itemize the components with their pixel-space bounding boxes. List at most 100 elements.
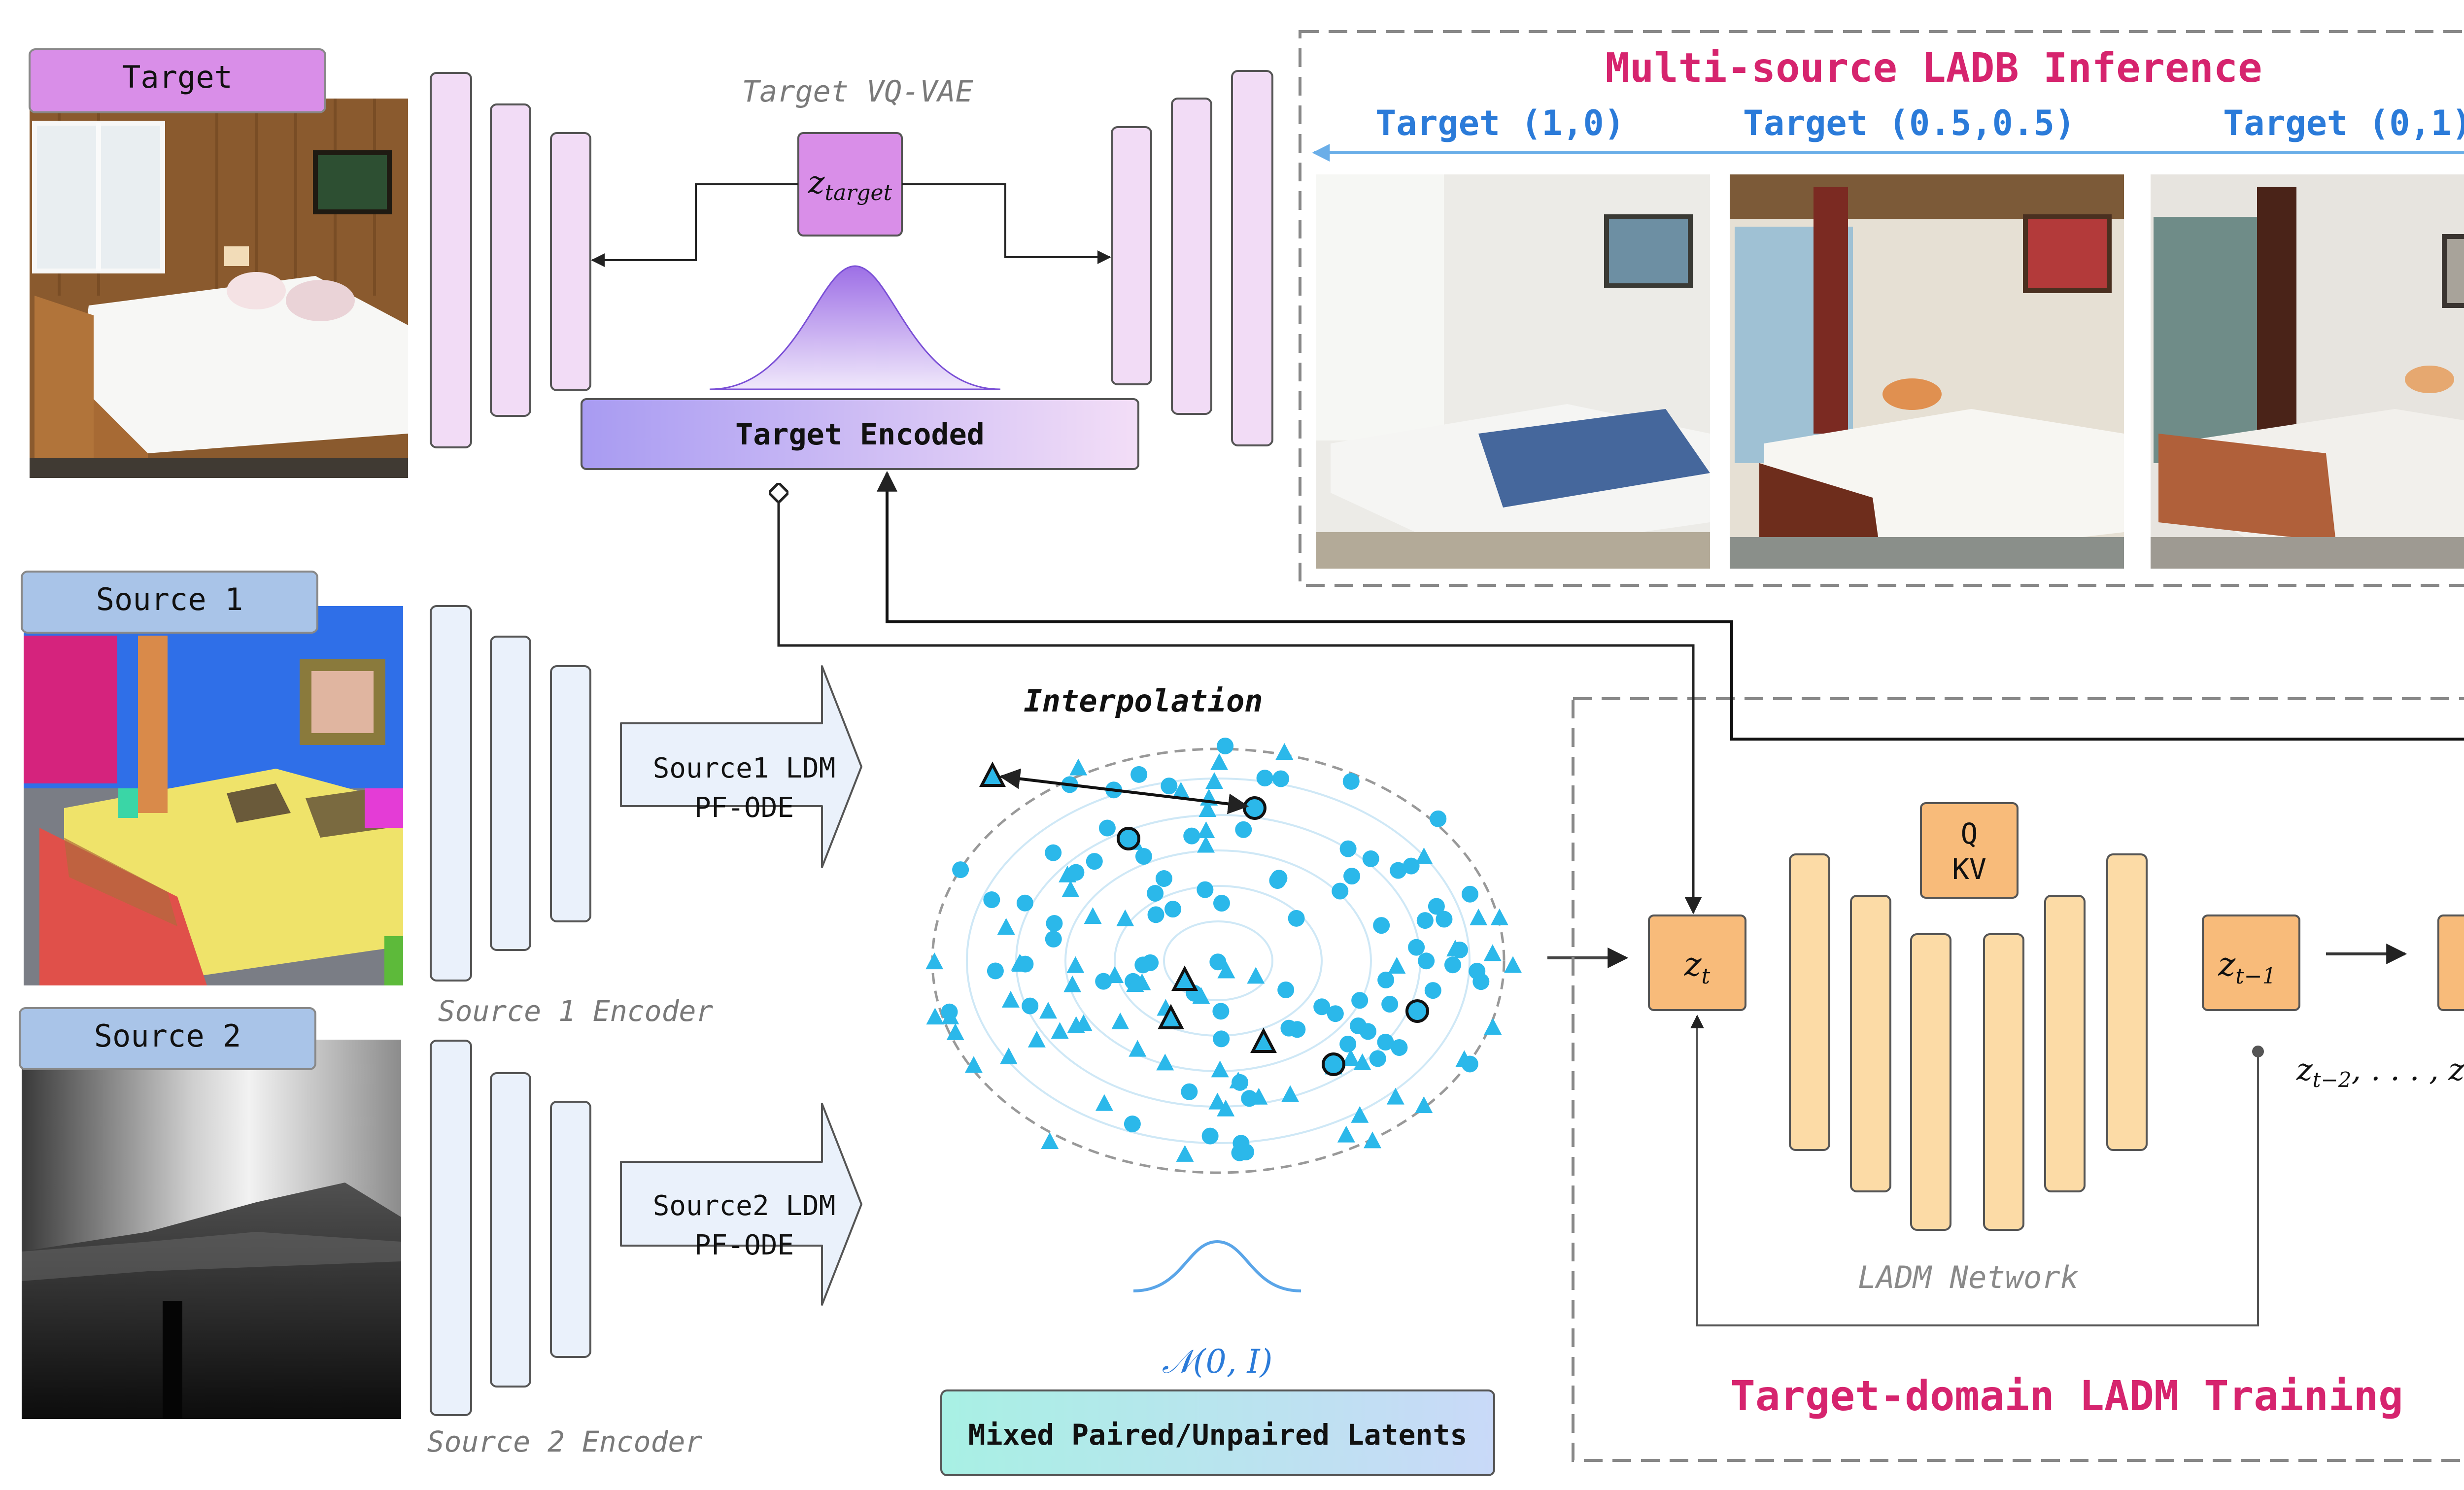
z-sequence-label: zt−2, . . . , z1 [2296,1051,2464,1092]
latent-point-circle [1209,953,1227,971]
target-vqvae-label: Target VQ-VAE [742,74,973,109]
inference-panel [1299,30,2464,587]
latent-point-triangle [1217,961,1235,979]
latent-point-triangle [1351,1106,1369,1123]
latent-point-triangle [1208,1092,1227,1110]
z0-to-encoded-arrow [887,473,2464,887]
latent-point-circle [1416,912,1434,929]
latent-point-circle [1016,894,1033,912]
svg-text:Source 1: Source 1 [96,581,243,617]
latent-point-triangle [1281,1085,1300,1102]
latent-point-triangle [1011,953,1029,971]
highlighted-latent-circle [1322,1052,1345,1076]
latent-point-circle [1270,870,1288,887]
generated-image-2 [1730,174,2124,569]
latent-point-triangle [946,1023,964,1040]
latent-point-triangle [1041,1132,1059,1149]
latent-point-circle [941,1003,958,1020]
latent-point-triangle [1001,990,1020,1008]
latent-point-circle [1472,973,1490,990]
latent-point-circle [1155,870,1172,887]
svg-text:ztarget: ztarget [808,165,892,205]
interpolation-label: Interpolation [1024,683,1263,719]
zt-box: zt [1648,914,1746,1011]
highlighted-latent-circle [1117,827,1140,850]
latent-point-circle [1369,1050,1386,1067]
z-target-box: ztarget [797,132,903,237]
latent-point-circle [1135,848,1152,865]
highlighted-latent-circle [1405,999,1429,1023]
training-title: Target-domain LADM Training [1730,1372,2403,1420]
latent-point-circle [1272,770,1290,787]
latent-point-circle [1086,853,1103,870]
latent-point-circle [1213,894,1230,912]
latent-point-triangle [1470,909,1488,926]
latent-point-circle [1022,997,1039,1015]
z0-box: z0 [2437,914,2464,1011]
latent-point-circle [1377,971,1395,988]
latent-point-triangle [1386,1087,1404,1105]
source2-label: Source 2 [19,1007,316,1070]
latent-point-triangle [1247,967,1265,984]
latent-point-triangle [1129,1040,1147,1057]
latent-point-circle [1161,778,1178,795]
latent-point-triangle [925,952,944,970]
latent-points [925,737,1522,1162]
latent-point-triangle [1211,1060,1229,1078]
latent-point-triangle [1063,975,1082,992]
source2-encoder-label: Source 2 Encoder [427,1425,703,1458]
generated-image-3 [2151,174,2464,569]
latent-point-circle [1130,766,1148,783]
latent-point-circle [987,962,1004,980]
latent-point-triangle [1388,956,1406,974]
target-10-label: Target (1,0) [1375,103,1625,143]
latent-point-triangle [1027,1030,1046,1048]
svg-text:KV: KV [1952,852,1986,886]
latent-point-circle [1045,930,1062,948]
target-image [30,99,408,478]
latent-point-triangle [964,1056,983,1073]
latent-point-circle [1339,840,1357,857]
feedback-loop-arrow [1690,1015,2259,1326]
inference-title: Multi-source LADB Inference [1606,45,2262,92]
latent-point-circle [1461,885,1478,903]
latent-point-triangle [997,918,1015,935]
latent-point-triangle [1353,1053,1371,1071]
latent-point-circle [1377,1034,1394,1051]
source2-ldm-arrow: Source2 LDM PF-ODE [620,1103,862,1306]
latent-point-circle [1418,952,1435,970]
normal-distribution-label: 𝒩(0, I) [1162,1343,1273,1381]
latent-point-triangle [1039,1002,1058,1019]
latent-point-triangle [1205,772,1224,789]
target-encoded-box: Target Encoded [581,398,1139,470]
source2-image [22,1040,401,1419]
latent-point-circle [1424,982,1441,999]
latent-point-circle [1428,898,1445,915]
svg-text:Q: Q [1961,817,1978,850]
latent-point-circle [1232,1074,1249,1091]
latent-point-triangle [1061,880,1080,897]
source1-label: Source 1 [21,571,318,634]
highlighted-latent-circle [1243,796,1266,820]
svg-text:Mixed Paired/Unpaired Latents: Mixed Paired/Unpaired Latents [968,1418,1468,1452]
ladm-network-layers [1789,853,2148,1231]
latent-point-circle [1147,884,1164,902]
svg-text:zt−1: zt−1 [2218,946,2276,989]
latent-point-circle [1313,998,1331,1016]
source1-encoder-label: Source 1 Encoder [438,994,714,1028]
target-label: Target [29,48,326,113]
latent-point-triangle [1051,1022,1069,1039]
latent-point-circle [1381,995,1399,1013]
source2-encoder-layers [430,1040,591,1416]
latent-point-triangle [1067,1016,1085,1033]
latent-point-triangle [1504,956,1522,973]
latent-point-circle [1045,844,1062,861]
latent-point-circle [1391,1039,1408,1056]
zt1-box: zt−1 [2202,914,2300,1011]
latent-point-triangle [1111,1012,1129,1029]
svg-text:Target: Target [122,59,233,95]
latent-point-triangle [999,1048,1018,1065]
highlighted-latent-triangle [1250,1027,1277,1053]
latent-point-triangle [1066,956,1085,973]
latent-point-triangle [1484,1018,1502,1035]
